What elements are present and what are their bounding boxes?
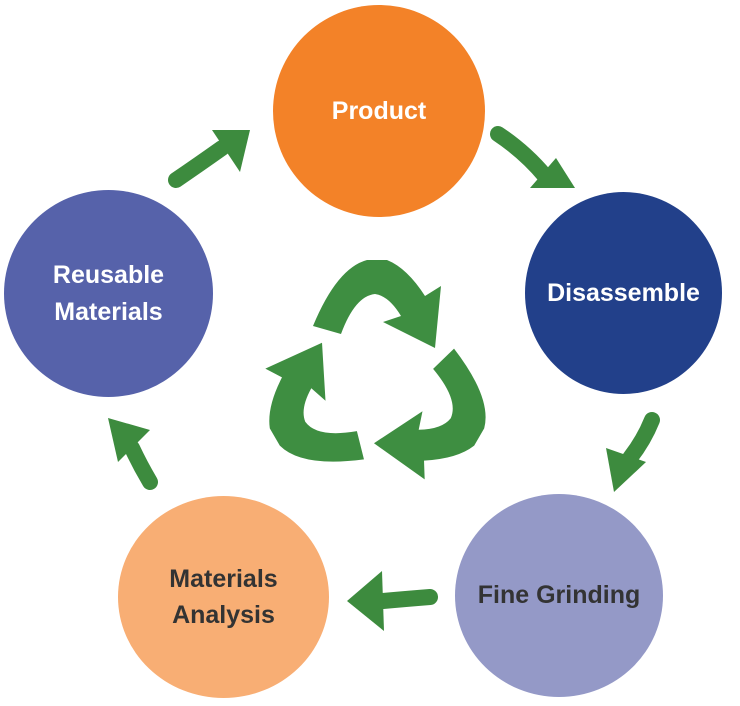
node-disassemble-label: Disassemble bbox=[547, 278, 700, 307]
node-disassemble: Disassemble bbox=[525, 192, 722, 394]
arrow-product-to-disassemble bbox=[490, 126, 575, 188]
node-product-label: Product bbox=[331, 96, 427, 125]
recycle-icon bbox=[265, 260, 486, 480]
node-materials-analysis-label: Materials Analysis bbox=[169, 564, 278, 629]
node-product: Product bbox=[273, 5, 485, 217]
arrow-reusable-to-product bbox=[168, 130, 250, 188]
node-fine-grinding: Fine Grinding bbox=[455, 494, 663, 697]
node-reusable-materials-label: Reusable Materials bbox=[52, 261, 165, 326]
node-materials-analysis: Materials Analysis bbox=[118, 496, 329, 698]
node-fine-grinding-label: Fine Grinding bbox=[477, 581, 641, 610]
arrow-disassemble-to-grinding bbox=[606, 412, 660, 492]
arrow-grinding-to-analysis bbox=[347, 571, 438, 631]
node-reusable-materials: Reusable Materials bbox=[4, 190, 213, 397]
arrow-analysis-to-reusable bbox=[108, 418, 158, 490]
